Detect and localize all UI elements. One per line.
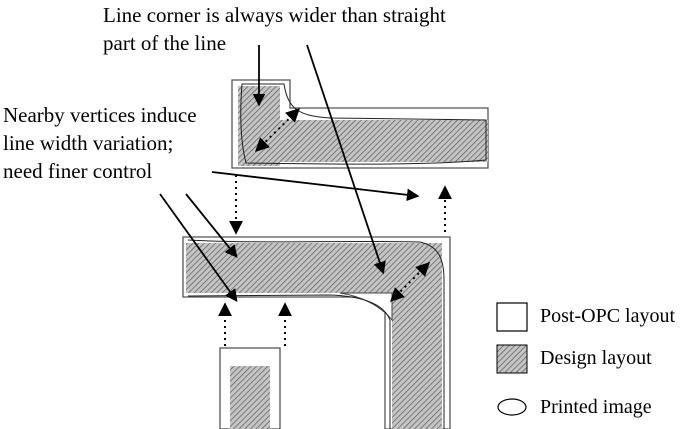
vertices-annotation-line3: need finer control: [3, 159, 153, 183]
dotted-arrows: [218, 108, 452, 346]
legend-label-printed: Printed image: [540, 396, 652, 418]
legend-swatches: [496, 302, 528, 416]
arrow-vertices-mid: [185, 193, 238, 258]
stub-design: [230, 366, 270, 429]
top-printed-image: [240, 83, 487, 165]
legend-swatch-design: [496, 344, 528, 374]
legend-swatch-post-opc: [496, 302, 528, 332]
legend-label-post-opc: Post-OPC layout: [540, 305, 676, 327]
arrow-vertices-low: [159, 193, 238, 303]
legend-label-design: Design layout: [540, 347, 652, 369]
corner-annotation-line2: part of the line: [103, 31, 227, 55]
bottom-printed-image: [187, 239, 445, 429]
top-design-horizontal: [238, 120, 488, 162]
arrow-vertices-right: [211, 171, 420, 202]
top-l-shape: [231, 79, 489, 169]
vertices-annotation-line2: line width variation;: [3, 131, 174, 155]
lower-stub: [219, 347, 281, 429]
vertices-annotation-line1: Nearby vertices induce: [3, 103, 197, 127]
solid-arrows: [159, 44, 420, 303]
arrow-corner-bottom: [306, 44, 386, 275]
corner-annotation-line1: Line corner is always wider than straigh…: [103, 3, 446, 27]
legend-swatch-printed: [497, 398, 527, 416]
bottom-design-vertical: [392, 243, 442, 429]
inner-corner-rounding: [339, 292, 393, 322]
dotted-diagonal-bottom-corner: [390, 262, 430, 302]
